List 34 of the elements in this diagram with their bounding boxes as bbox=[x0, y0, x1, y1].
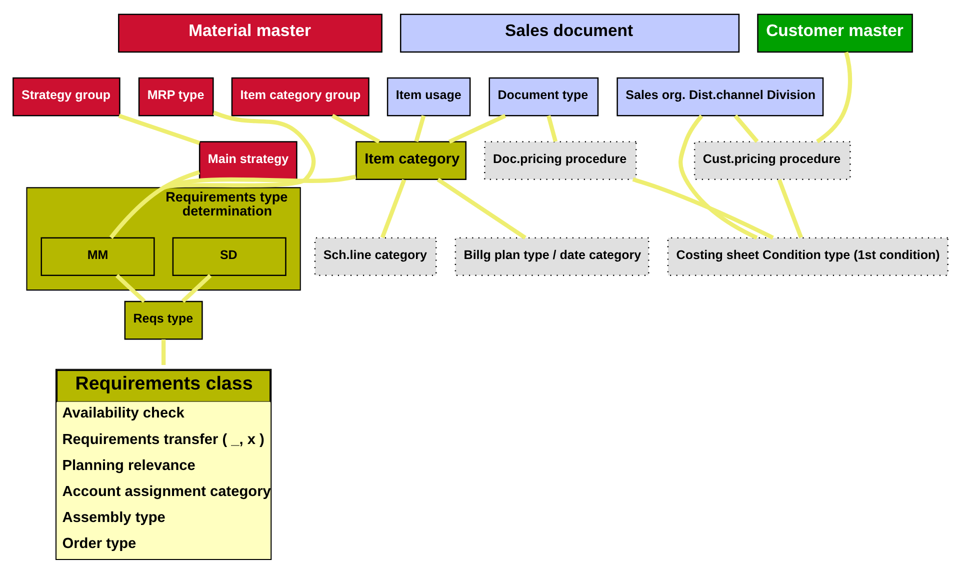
connector bbox=[436, 177, 526, 239]
connector bbox=[108, 170, 200, 238]
connector bbox=[448, 113, 506, 144]
node-box: Item usage bbox=[386, 76, 470, 116]
node-box: Document type bbox=[488, 76, 598, 116]
node-box: Strategy group bbox=[12, 76, 120, 116]
node-box: Material master bbox=[118, 13, 382, 52]
node-box: Doc.pricing procedure bbox=[484, 140, 636, 180]
connector bbox=[632, 176, 774, 240]
connector bbox=[414, 114, 426, 142]
node-box: Sales org. Dist.channel Division bbox=[616, 76, 824, 116]
connector bbox=[678, 114, 758, 240]
connector bbox=[546, 114, 558, 142]
connector bbox=[160, 338, 166, 364]
node-box: Sales document bbox=[399, 13, 740, 52]
node-box: Cust.pricing procedure bbox=[693, 140, 850, 180]
node-box: Reqs type bbox=[124, 300, 202, 340]
connector bbox=[118, 113, 200, 144]
node-box: Main strategy bbox=[198, 140, 297, 180]
node-box: SD bbox=[172, 236, 286, 276]
connector bbox=[776, 178, 802, 238]
node-box: Customer master bbox=[756, 13, 912, 52]
node-box: Costing sheet Condition type (1st condition) bbox=[666, 236, 948, 276]
connector bbox=[733, 114, 758, 142]
connector bbox=[380, 178, 406, 238]
node-box: MRP type bbox=[138, 76, 214, 116]
node-box: Item category group bbox=[230, 76, 369, 116]
node-box: Item category bbox=[355, 140, 466, 180]
node-box: MM bbox=[40, 236, 154, 276]
node-box: Sch.line category bbox=[314, 236, 436, 276]
node-box: Billg plan type / date category bbox=[454, 236, 649, 276]
connector bbox=[330, 113, 380, 144]
connector bbox=[162, 174, 356, 190]
connector bbox=[816, 51, 852, 143]
